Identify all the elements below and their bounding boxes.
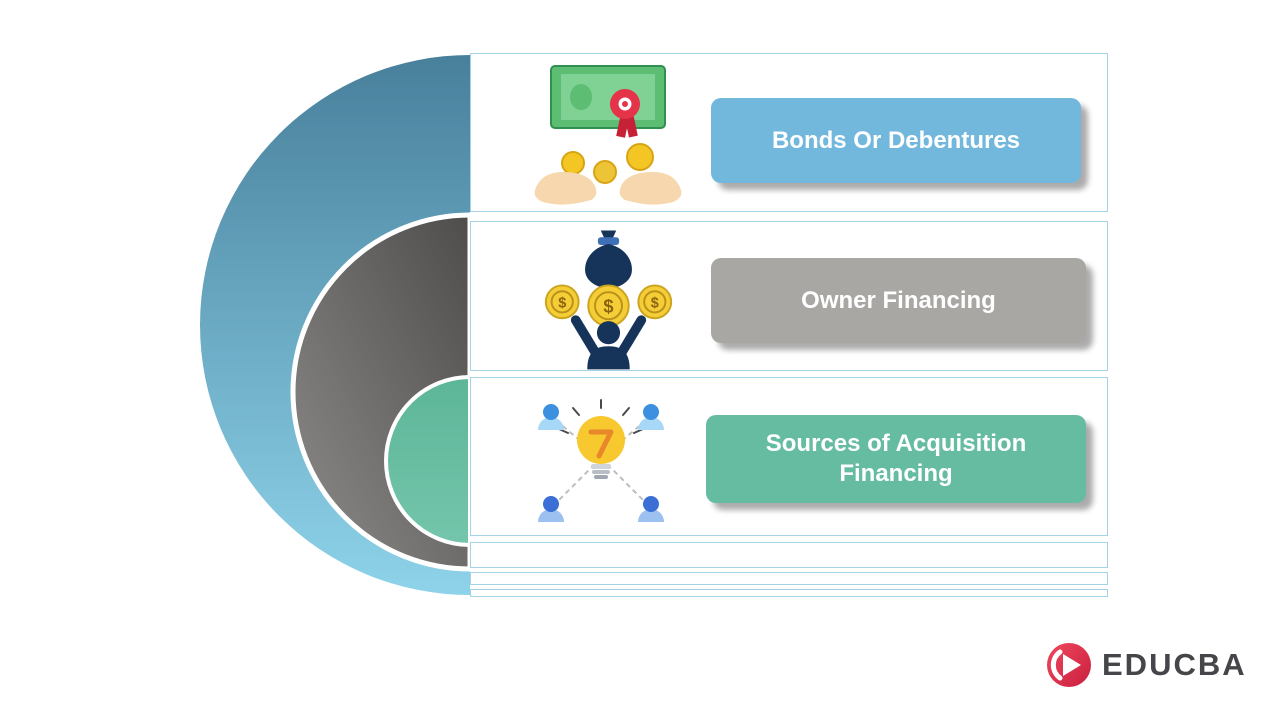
inner-teal-semicircle [384, 374, 472, 548]
label-text: Owner Financing [801, 286, 996, 314]
row-bonds-or-debentures: Bonds Or Debentures [470, 53, 1108, 212]
label-text: Bonds Or Debentures [771, 126, 1021, 154]
svg-text:$: $ [558, 296, 566, 312]
empty-row [470, 589, 1108, 597]
educba-logo: EDUCBA [1046, 642, 1247, 688]
educba-logo-icon [1047, 643, 1091, 687]
label-text: Sources of Acquisition Financing [765, 430, 1027, 487]
label-bonds-or-debentures: Bonds Or Debentures [711, 98, 1081, 183]
row-owner-financing: $ $ $ Owner Financing [470, 221, 1108, 371]
rows-panel: Bonds Or Debentures $ $ $ [470, 53, 1108, 599]
educba-logo-text: EDUCBA [1102, 647, 1247, 682]
idea-network-icon [521, 388, 681, 538]
money-certificate-hands-icon [533, 60, 683, 213]
label-owner-financing: Owner Financing [711, 258, 1086, 343]
svg-text:$: $ [603, 295, 613, 316]
owner-money-icon: $ $ $ [541, 224, 676, 377]
empty-row [470, 542, 1108, 568]
row-sources-of-acquisition-financing: Sources of Acquisition Financing [470, 377, 1108, 536]
svg-text:$: $ [651, 296, 659, 312]
label-sources-of-acquisition-financing: Sources of Acquisition Financing [706, 415, 1086, 503]
empty-row [470, 572, 1108, 585]
